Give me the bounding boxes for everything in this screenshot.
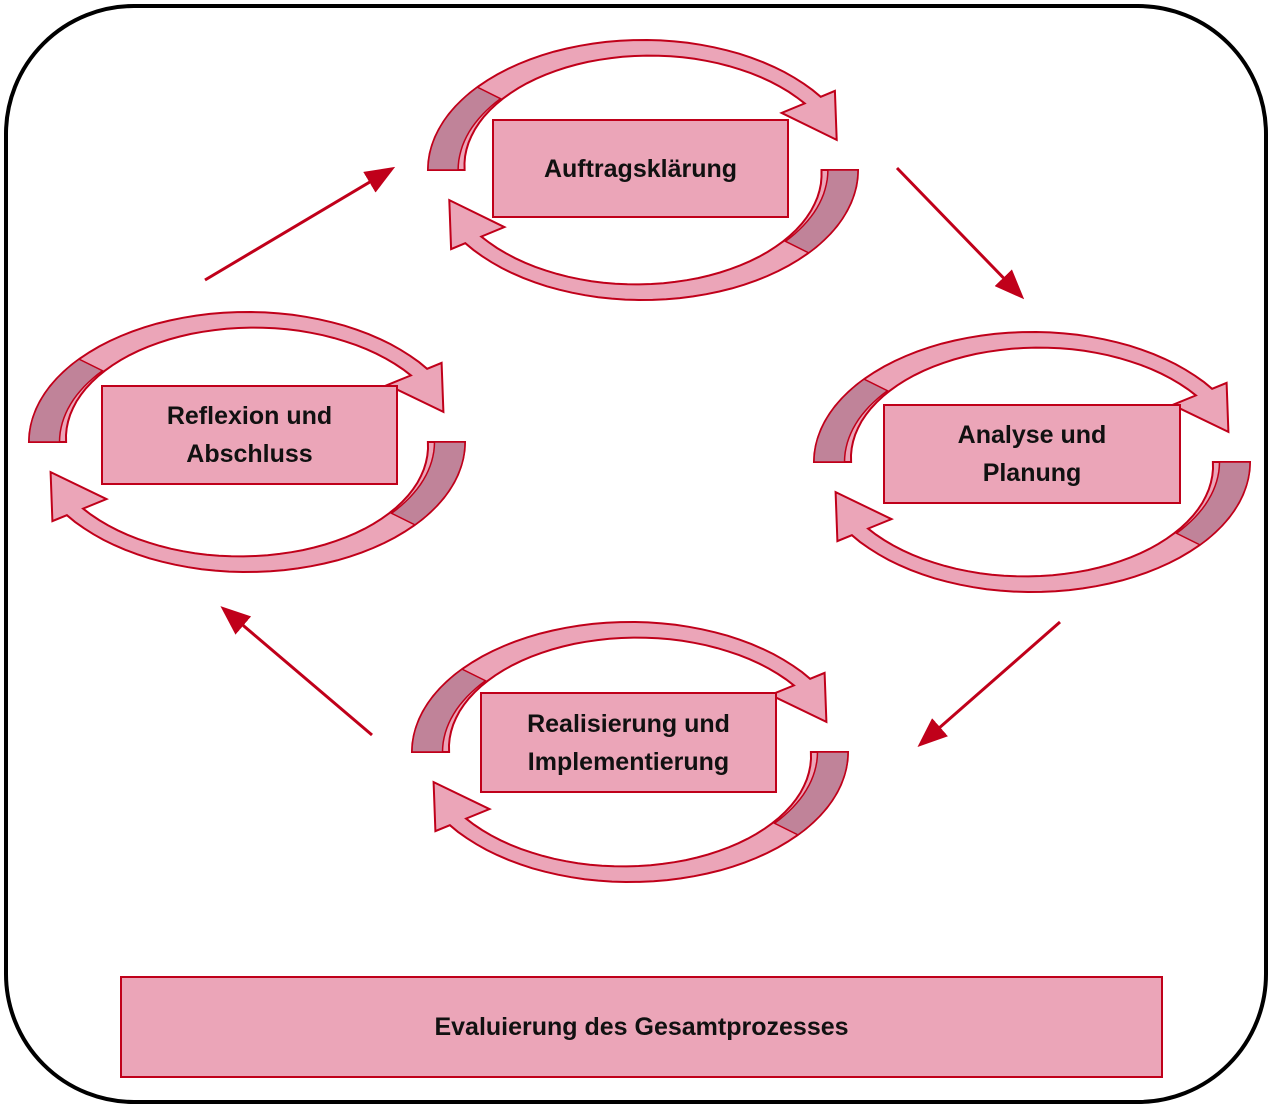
cycle-arrow-bottom-shade bbox=[390, 441, 466, 526]
phase-label-line1: Realisierung und bbox=[527, 709, 730, 738]
cycle-arrow-bottom-icon bbox=[49, 441, 467, 574]
cycle-arrows-analyse bbox=[812, 330, 1252, 594]
cycle-arrow-top-shade bbox=[28, 358, 104, 443]
cycle-arrow-top-shade bbox=[813, 378, 889, 463]
cycle-arrow-top-icon bbox=[812, 330, 1230, 463]
phase-box-analyse-planung: Analyse und Planung bbox=[883, 404, 1181, 504]
phase-box-reflexion-abschluss: Reflexion und Abschluss bbox=[101, 385, 398, 485]
transition-arrow-analyse-to-realisierung bbox=[917, 620, 1061, 747]
phase-label-line2: Implementierung bbox=[527, 747, 730, 776]
phase-label-line2: Abschluss bbox=[186, 440, 313, 468]
cycle-arrows-reflexion bbox=[27, 310, 467, 574]
cycle-arrow-bottom-icon bbox=[834, 461, 1252, 594]
cycle-arrow-top-shade bbox=[427, 86, 502, 171]
phase-box-realisierung-implementierung: Realisierung und Implementierung bbox=[480, 692, 777, 793]
transition-arrow-realisierung-to-reflexion bbox=[220, 606, 373, 737]
phase-box-auftragsklaerung: Auftragsklärung bbox=[492, 119, 789, 218]
evaluation-label: Evaluierung des Gesamtprozesses bbox=[434, 1012, 849, 1041]
cycle-arrow-top-icon bbox=[410, 620, 828, 753]
transition-arrow-reflexion-to-auftrag bbox=[204, 166, 396, 282]
phase-label-line1: Reflexion und bbox=[166, 402, 333, 430]
cycle-arrow-top-icon bbox=[27, 310, 445, 443]
cycle-arrow-bottom-shade bbox=[773, 751, 849, 836]
cycle-arrow-top-icon bbox=[426, 38, 838, 171]
cycle-arrows-auftrag bbox=[426, 38, 860, 302]
cycle-arrow-bottom-shade bbox=[784, 169, 859, 254]
cycle-arrow-bottom-icon bbox=[448, 169, 860, 302]
cycle-arrow-bottom-shade bbox=[1175, 461, 1251, 546]
phase-label-line1: Auftragsklärung bbox=[543, 154, 738, 183]
phase-label-line2: Planung bbox=[982, 459, 1082, 487]
transition-arrow-auftrag-to-analyse bbox=[895, 166, 1025, 300]
cycle-arrow-bottom-icon bbox=[432, 751, 850, 884]
cycle-arrow-top-shade bbox=[411, 668, 487, 753]
evaluation-box: Evaluierung des Gesamtprozesses bbox=[120, 976, 1163, 1078]
cycle-arrows-realisierung bbox=[410, 620, 850, 884]
phase-label-line1: Analyse und bbox=[957, 421, 1107, 449]
